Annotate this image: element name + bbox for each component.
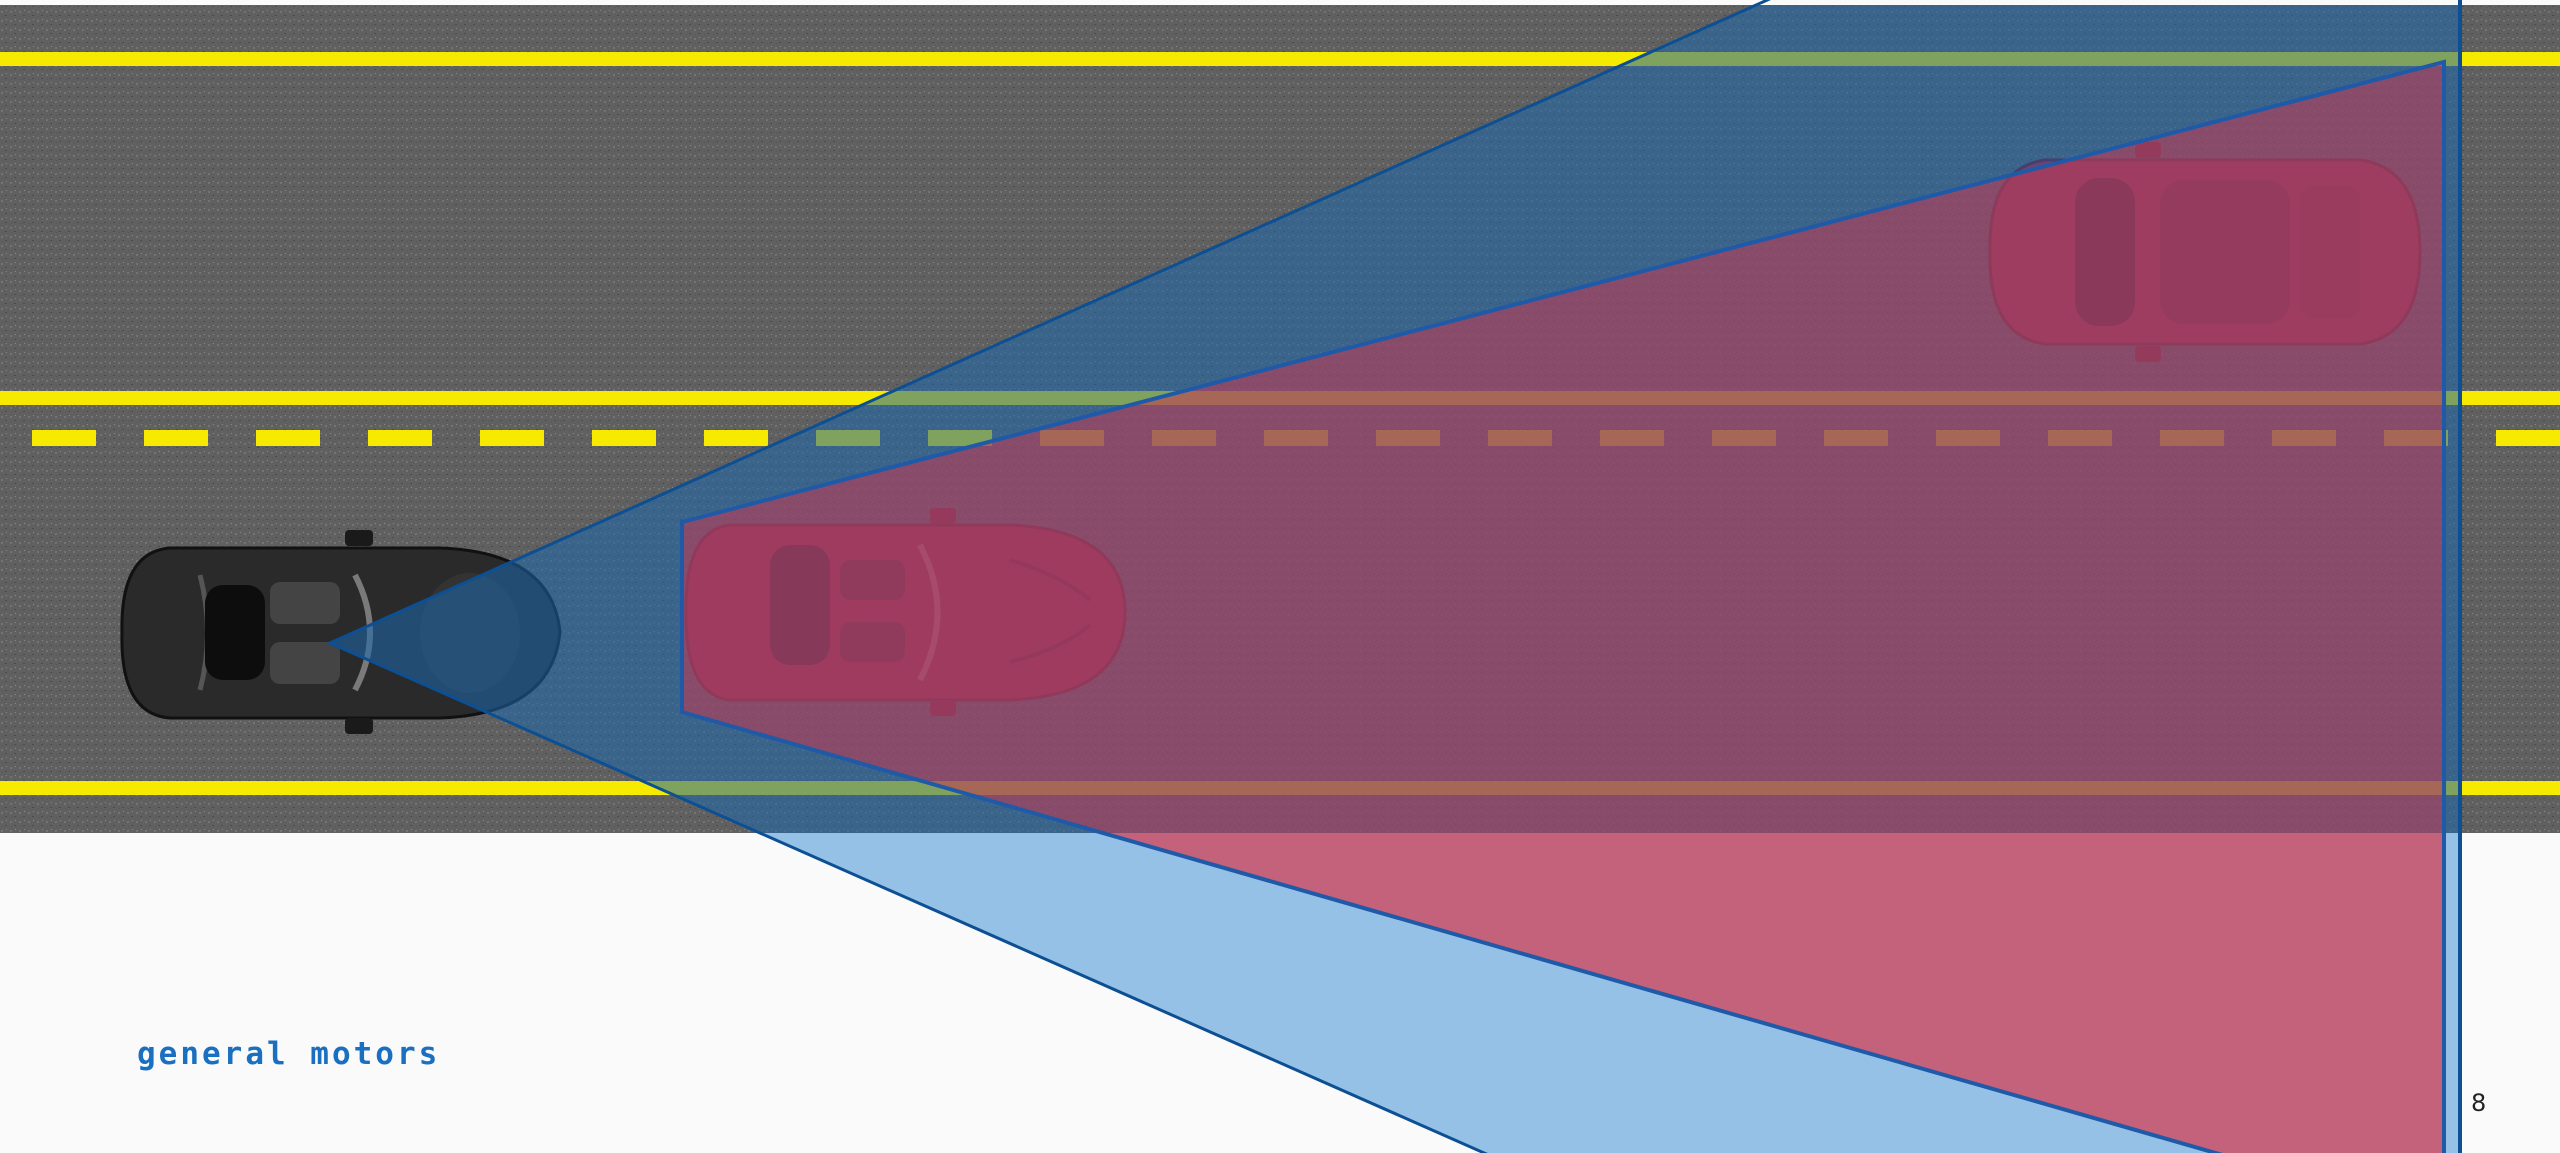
brand-logo: general motors bbox=[137, 1036, 440, 1072]
page-number: 8 bbox=[2471, 1089, 2486, 1117]
